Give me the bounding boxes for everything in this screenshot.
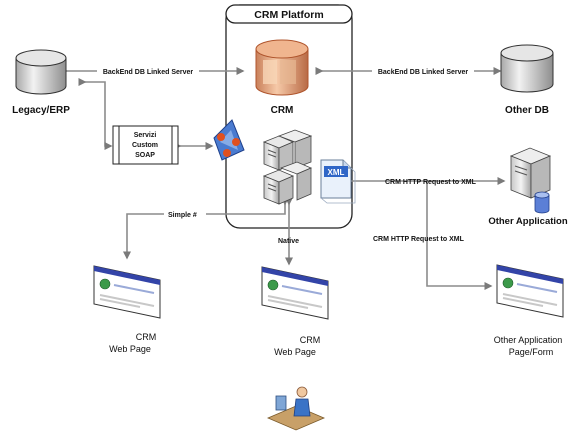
other-page-line-2: Page/Form — [509, 347, 554, 357]
database-icon — [534, 191, 550, 214]
database-icon — [500, 44, 554, 93]
http-xml-connector-bottom — [426, 181, 493, 290]
crm-web-page-1-line-2: Web Page — [109, 344, 151, 354]
web-page-icon — [93, 265, 161, 319]
crm-web-page-2: CRM Web Page — [261, 266, 329, 357]
http-label-2: CRM HTTP Request to XML — [373, 236, 465, 243]
web-page-icon — [261, 266, 329, 320]
other-page-line-1: Other Application — [494, 335, 563, 345]
other-application: Other Application — [488, 147, 568, 227]
server-icon — [262, 129, 313, 205]
crm-database: CRM — [255, 39, 309, 116]
crm-web-page-1-line-1: CRM — [136, 332, 157, 342]
http-label-1: CRM HTTP Request to XML — [385, 179, 477, 186]
legacy-erp-label: Legacy/ERP — [12, 105, 70, 116]
connectors — [59, 67, 506, 290]
other-application-page: Other Application Page/Form — [494, 264, 564, 357]
native-label: Native — [278, 238, 299, 245]
crm-web-page-1: CRM Web Page — [93, 265, 161, 354]
connector-labels: BackEnd DB Linked Server BackEnd DB Link… — [97, 66, 477, 245]
soap-line-3: SOAP — [135, 152, 155, 159]
legacy-erp-database: Legacy/ERP — [12, 49, 70, 116]
soap-line-1: Servizi — [134, 132, 157, 139]
xml-badge: XML — [328, 168, 345, 177]
linked-server-label-right: BackEnd DB Linked Server — [378, 69, 469, 76]
user-at-computer-icon — [266, 386, 326, 431]
web-page-icon — [496, 264, 564, 318]
crm-web-page-2-line-1: CRM — [300, 335, 321, 345]
other-application-label: Other Application — [488, 216, 568, 227]
simple-label: Simple # — [168, 212, 197, 219]
soap-services-box: Servizi Custom SOAP — [112, 125, 179, 165]
crm-label: CRM — [271, 105, 294, 116]
crm-web-page-2-line-2: Web Page — [274, 347, 316, 357]
other-db-label: Other DB — [505, 105, 549, 116]
platform-title: CRM Platform — [254, 9, 323, 21]
xml-document-icon: XML — [320, 159, 356, 204]
soap-services-icon — [213, 119, 245, 161]
server-icon — [509, 147, 552, 199]
database-icon — [15, 49, 67, 95]
soap-line-2: Custom — [132, 142, 158, 149]
legacy-soap-connector — [78, 78, 113, 150]
database-icon — [255, 39, 309, 96]
linked-server-label-left: BackEnd DB Linked Server — [103, 69, 194, 76]
other-database: Other DB — [500, 44, 554, 116]
